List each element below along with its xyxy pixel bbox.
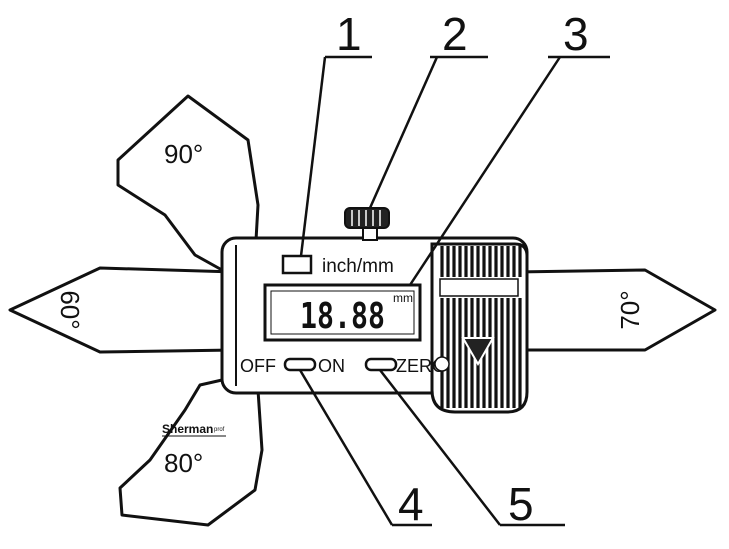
- callout-3: 3: [563, 8, 589, 60]
- slider-housing: [430, 242, 529, 414]
- blade-80: [118, 378, 264, 527]
- brand-sub: prof: [214, 427, 225, 433]
- lcd-unit: mm: [393, 291, 413, 305]
- angle-label-80: 80°: [164, 448, 203, 478]
- callout-2: 2: [442, 8, 468, 60]
- zero-button[interactable]: [364, 357, 398, 372]
- blade-60: [8, 266, 237, 354]
- down-arrow-icon: [461, 337, 495, 367]
- zero-label: ZERO: [396, 356, 446, 376]
- unit-label: inch/mm: [322, 256, 394, 277]
- thumb-wheel[interactable]: [344, 207, 390, 241]
- callout-leaders: [298, 55, 610, 527]
- angle-label-60: 60°: [55, 290, 85, 329]
- angle-label-70: 70°: [615, 290, 645, 329]
- brand-logo: Sherman: [162, 422, 213, 436]
- lcd-reading: 18.88: [300, 296, 385, 337]
- off-label: OFF: [240, 356, 276, 376]
- lcd-display: [263, 283, 422, 342]
- callout-4: 4: [398, 478, 424, 530]
- callout-5: 5: [508, 478, 534, 530]
- on-label: ON: [318, 356, 345, 376]
- power-switch[interactable]: [283, 357, 317, 372]
- unit-toggle-button[interactable]: [281, 254, 313, 275]
- angle-label-90: 90°: [164, 139, 203, 169]
- callout-1: 1: [336, 8, 362, 60]
